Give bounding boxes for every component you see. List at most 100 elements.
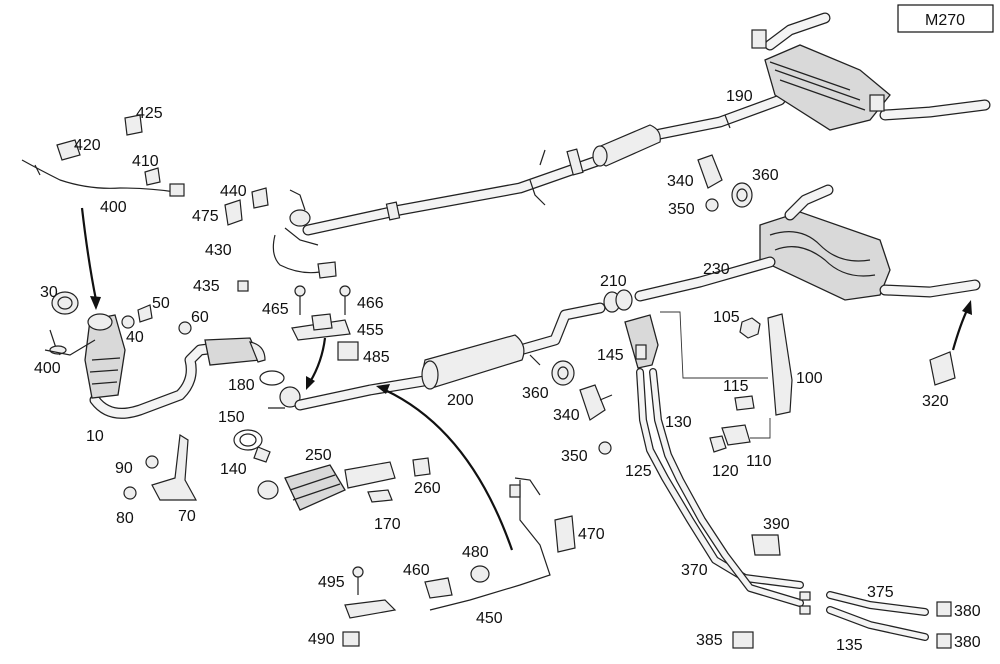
label-130: 130: [665, 414, 692, 431]
engine-code-box: M270: [897, 4, 994, 33]
pressure-sensor-145: [624, 314, 659, 369]
small-parts-front: [49, 304, 192, 356]
label-400-top: 400: [100, 199, 127, 216]
label-250: 250: [305, 447, 332, 464]
catalytic-converter-250: [233, 429, 431, 511]
label-115: 115: [723, 378, 749, 395]
label-125: 125: [625, 463, 652, 480]
rear-silencer-top: [751, 12, 991, 131]
label-200: 200: [447, 392, 474, 409]
bracket-460: [424, 577, 453, 599]
label-370: 370: [681, 562, 708, 579]
label-495: 495: [318, 574, 345, 591]
sensor-430-group: [224, 187, 337, 292]
bracket-470: [554, 515, 576, 553]
bracket-100: [660, 311, 793, 416]
hanger-360-right: [731, 182, 753, 208]
label-490: 490: [308, 631, 335, 648]
bolt-495: [352, 566, 364, 595]
label-10: 10: [86, 428, 104, 445]
label-30: 30: [40, 284, 58, 301]
label-385: 385: [696, 632, 723, 649]
bracket-110: [721, 418, 771, 446]
label-420: 420: [74, 137, 101, 154]
label-150: 150: [218, 409, 245, 426]
clips-380: [936, 601, 952, 649]
label-350-right: 350: [668, 201, 695, 218]
hanger-360-left: [551, 360, 575, 386]
clamp-210: [603, 289, 633, 313]
gasket-30: [51, 291, 79, 315]
isolator-480: [470, 565, 490, 583]
bolts-465-466: [294, 285, 351, 315]
sensor-wire-400-top: [21, 114, 185, 197]
nut-120: [709, 435, 727, 453]
label-120: 120: [712, 463, 739, 480]
pipe-clamp-180: [259, 370, 301, 409]
bracket-340-right: [697, 154, 723, 212]
label-340-right: 340: [667, 173, 694, 190]
front-silencer-200: [294, 302, 606, 411]
plate-455: [291, 313, 351, 341]
label-210: 210: [600, 273, 627, 290]
label-40: 40: [126, 329, 144, 346]
label-450: 450: [476, 610, 503, 627]
front-pipe-10: [84, 313, 266, 419]
label-140: 140: [220, 461, 247, 478]
label-430: 430: [205, 242, 232, 259]
wire-harness-450: [429, 477, 551, 611]
label-350-left: 350: [561, 448, 588, 465]
label-400-front: 400: [34, 360, 61, 377]
label-465: 465: [262, 301, 289, 318]
rear-silencer-230: [634, 184, 981, 302]
label-230: 230: [703, 261, 730, 278]
connector-490: [342, 599, 397, 647]
engine-code-label: M270: [925, 12, 965, 29]
label-50: 50: [152, 295, 170, 312]
label-375: 375: [867, 584, 894, 601]
label-80: 80: [116, 510, 134, 527]
label-466: 466: [357, 295, 384, 312]
label-180: 180: [228, 377, 255, 394]
label-425: 425: [136, 105, 163, 122]
label-460: 460: [403, 562, 430, 579]
label-260: 260: [414, 480, 441, 497]
bracket-70: [123, 433, 198, 501]
label-360-right: 360: [752, 167, 779, 184]
label-135: 135: [836, 637, 863, 654]
label-480: 480: [462, 544, 489, 561]
isolator-485: [337, 341, 359, 361]
label-60: 60: [191, 309, 209, 326]
pipe-clamps-main: [385, 114, 731, 221]
label-410: 410: [132, 153, 159, 170]
middle-silencer-190: [592, 124, 661, 167]
hoses-130-125: [636, 368, 804, 607]
label-170: 170: [374, 516, 401, 533]
label-100: 100: [796, 370, 823, 387]
label-360-left: 360: [522, 385, 549, 402]
label-440: 440: [220, 183, 247, 200]
clip-390: [751, 534, 781, 556]
pipes-375-135: [799, 591, 929, 641]
label-145: 145: [597, 347, 624, 364]
label-380-bottom: 380: [954, 634, 981, 651]
label-340-left: 340: [553, 407, 580, 424]
reference-arrows: [80, 207, 972, 551]
label-105: 105: [713, 309, 740, 326]
cover-385: [732, 631, 754, 649]
label-470: 470: [578, 526, 605, 543]
label-455: 455: [357, 322, 384, 339]
nut-105: [739, 317, 761, 339]
label-435: 435: [193, 278, 220, 295]
intermediate-pipe: [302, 94, 786, 236]
label-190: 190: [726, 88, 753, 105]
cover-320: [929, 351, 956, 386]
label-380-top: 380: [954, 603, 981, 620]
label-485: 485: [363, 349, 390, 366]
label-390: 390: [763, 516, 790, 533]
label-475: 475: [192, 208, 219, 225]
bolt-115: [734, 395, 755, 411]
label-110: 110: [746, 453, 772, 470]
label-90: 90: [115, 460, 133, 477]
